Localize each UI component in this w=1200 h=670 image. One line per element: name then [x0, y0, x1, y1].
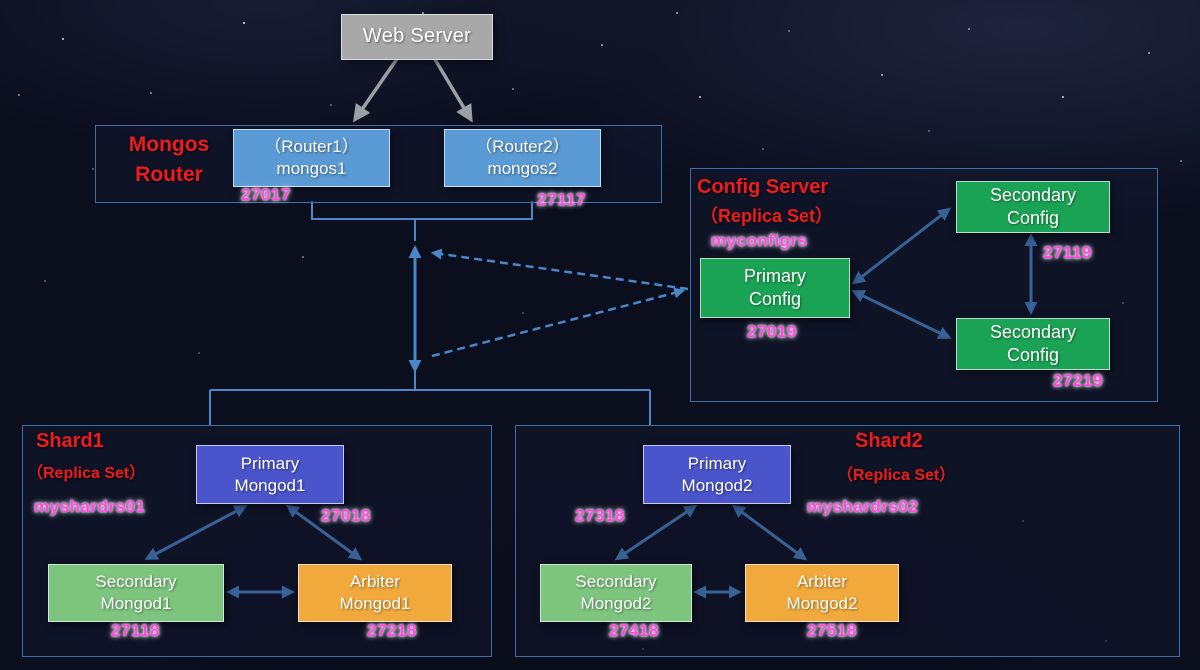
shard2-subtitle: （Replica Set）	[837, 461, 955, 485]
cluster-wires	[144, 201, 1038, 599]
shard1-secondary-port: 27118	[111, 621, 160, 640]
config-replicaset-name: myconfigrs	[711, 231, 808, 250]
arrow-configprimary-secondarytop-icon	[851, 207, 952, 285]
router2-port: 27117	[537, 190, 586, 209]
mongos-title-line2: Router	[135, 163, 203, 187]
shard2-arbiter-node: Arbiter Mongod2	[745, 564, 899, 622]
shard2-primary-label: Mongod2	[681, 475, 753, 495]
dashed-arrow-routers-to-config-icon	[431, 287, 686, 358]
webserver-arrows	[353, 55, 473, 123]
shard2-secondary-role: Secondary	[575, 572, 657, 592]
web-server-label: Web Server	[362, 25, 472, 48]
shard2-replicaset-name: myshardrs02	[807, 497, 919, 516]
router2-process: mongos2	[487, 159, 558, 178]
shard1-primary-node: Primary Mongod1	[196, 445, 344, 504]
router1-node: （Router1） mongos1	[233, 129, 390, 187]
arrow-shard2-secondary-primary-icon	[614, 504, 698, 561]
config-secondary-bottom-node: Secondary Config	[956, 318, 1110, 370]
config-title: Config Server	[697, 176, 829, 198]
router1-port: 27017	[241, 185, 291, 204]
config-primary-label: Config	[748, 289, 802, 309]
config-subtitle: （Replica Set）	[700, 206, 834, 226]
config-server-title: Config Server	[697, 176, 828, 199]
config-primary-port: 27019	[747, 322, 797, 341]
config-secondary-bottom-label: Config	[1006, 345, 1060, 365]
config-secondary-top-node: Secondary Config	[956, 181, 1110, 233]
shard2-title-text: Shard2	[855, 430, 923, 452]
shard1-primary-label: Mongod1	[234, 475, 306, 495]
shard1-secondary-node: Secondary Mongod1	[48, 564, 224, 622]
arrow-webserver-to-router1-icon	[353, 55, 401, 123]
mongos-title-line1: Mongos	[128, 133, 210, 156]
web-server-node: Web Server	[341, 14, 493, 60]
config-server-subtitle: （Replica Set）	[700, 202, 833, 228]
shard2-subtitle-text: （Replica Set）	[837, 467, 956, 484]
shard1-arbiter-role: Arbiter	[349, 572, 401, 592]
shard1-subtitle: （Replica Set）	[27, 459, 145, 483]
shard2-primary-port: 27318	[575, 506, 625, 525]
router1-name: （Router1）	[264, 137, 359, 157]
shard1-arbiter-node: Arbiter Mongod1	[298, 564, 452, 622]
shard1-replicaset-name: myshardrs01	[34, 497, 146, 516]
shard1-arbiter-label: Mongod1	[339, 594, 411, 613]
arrow-shard1-secondary-primary-icon	[144, 505, 248, 560]
shard1-secondary-label: Mongod1	[100, 594, 172, 613]
config-secondary-bottom-role: Secondary	[989, 321, 1077, 342]
shard1-secondary-role: Secondary	[95, 572, 177, 592]
shard2-arbiter-label: Mongod2	[786, 594, 858, 613]
config-secondary-top-label: Config	[1006, 208, 1060, 228]
router2-name: （Router2）	[475, 137, 570, 157]
arrow-webserver-to-router2-icon	[431, 55, 473, 123]
config-secondary-bottom-port: 27219	[1053, 371, 1103, 390]
dashed-arrow-config-to-routers-icon	[430, 248, 689, 291]
shard2-arbiter-port: 27518	[807, 621, 857, 640]
shard1-arbiter-port: 27218	[367, 621, 417, 640]
config-secondary-top-role: Secondary	[989, 184, 1077, 205]
shard2-arbiter-role: Arbiter	[796, 572, 848, 592]
router-bracket-line	[311, 201, 533, 220]
config-primary-node: Primary Config	[700, 258, 850, 318]
arrow-shard2-arbiter-primary-icon	[731, 504, 808, 561]
router2-node: （Router2） mongos2	[444, 129, 601, 187]
shard2-secondary-port: 27418	[609, 621, 659, 640]
config-primary-role: Primary	[744, 265, 806, 286]
shard2-secondary-node: Secondary Mongod2	[540, 564, 692, 622]
shard2-primary-role: Primary	[687, 453, 747, 473]
shard2-secondary-label: Mongod2	[580, 594, 652, 613]
shard2-primary-node: Primary Mongod2	[643, 445, 791, 504]
config-secondary-top-port: 27119	[1043, 243, 1092, 262]
router1-process: mongos1	[276, 159, 347, 178]
shard1-title-text: Shard1	[36, 430, 104, 452]
shard1-title: Shard1	[36, 430, 104, 453]
arrow-configprimary-secondarybottom-icon	[851, 290, 952, 339]
shard1-primary-port: 27018	[321, 506, 371, 525]
shard1-subtitle-text: （Replica Set）	[27, 465, 146, 482]
mongos-router-title: Mongos Router	[106, 130, 232, 191]
shard1-primary-role: Primary	[240, 453, 300, 473]
shard2-title: Shard2	[855, 430, 923, 453]
arrow-shard1-arbiter-primary-icon	[285, 504, 363, 561]
